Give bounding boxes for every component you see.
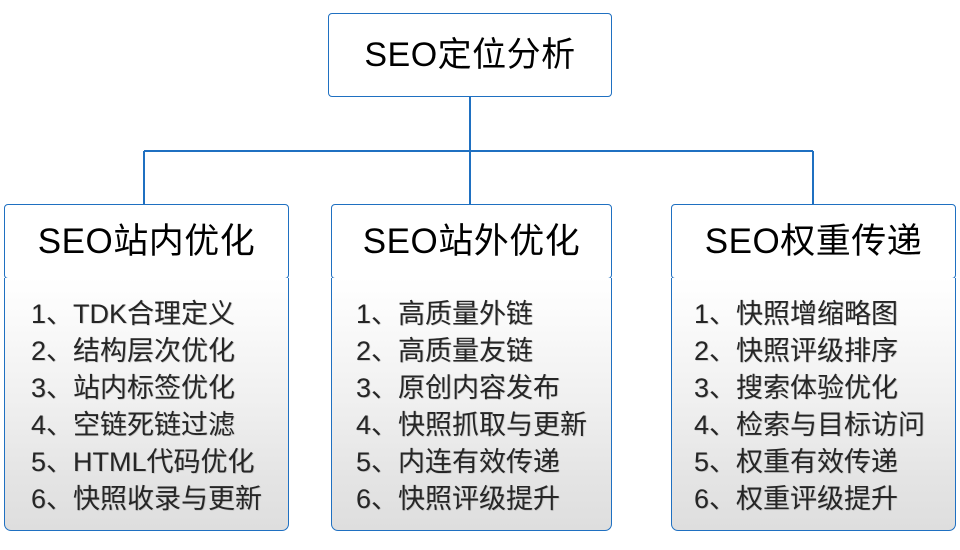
list-item: 4、检索与目标访问: [694, 410, 926, 440]
branch-header-label-1: SEO站内优化: [37, 222, 256, 261]
list-item: 1、快照增缩略图: [694, 299, 899, 329]
branch-header-2[interactable]: SEO站外优化: [331, 204, 612, 279]
root-node[interactable]: SEO定位分析: [328, 13, 612, 97]
branch-column-1: SEO站内优化 1、TDK合理定义 2、结构层次优化 3、站内标签优化 4、空链…: [4, 204, 289, 531]
list-item: 1、TDK合理定义: [31, 299, 236, 329]
branch-item-list-2: 1、高质量外链 2、高质量友链 3、原创内容发布 4、快照抓取与更新 5、内连有…: [332, 296, 611, 518]
list-item: 2、高质量友链: [356, 336, 534, 366]
branch-item-list-3: 1、快照增缩略图 2、快照评级排序 3、搜索体验优化 4、检索与目标访问 5、权…: [672, 296, 955, 518]
list-item: 6、权重评级提升: [694, 484, 899, 514]
branch-header-label-3: SEO权重传递: [704, 222, 923, 261]
branch-header-label-2: SEO站外优化: [362, 222, 581, 261]
branch-body-1: 1、TDK合理定义 2、结构层次优化 3、站内标签优化 4、空链死链过滤 5、H…: [4, 278, 289, 531]
branch-column-2: SEO站外优化 1、高质量外链 2、高质量友链 3、原创内容发布 4、快照抓取与…: [331, 204, 612, 531]
branch-header-3[interactable]: SEO权重传递: [671, 204, 956, 279]
branch-item-list-1: 1、TDK合理定义 2、结构层次优化 3、站内标签优化 4、空链死链过滤 5、H…: [5, 296, 288, 518]
list-item: 3、搜索体验优化: [694, 373, 899, 403]
list-item: 4、快照抓取与更新: [356, 410, 588, 440]
list-item: 6、快照评级提升: [356, 484, 561, 514]
branch-body-3: 1、快照增缩略图 2、快照评级排序 3、搜索体验优化 4、检索与目标访问 5、权…: [671, 278, 956, 531]
list-item: 5、内连有效传递: [356, 447, 561, 477]
list-item: 2、快照评级排序: [694, 336, 899, 366]
list-item: 3、站内标签优化: [31, 373, 236, 403]
list-item: 3、原创内容发布: [356, 373, 561, 403]
branch-header-1[interactable]: SEO站内优化: [4, 204, 289, 279]
list-item: 1、高质量外链: [356, 299, 534, 329]
list-item: 5、权重有效传递: [694, 447, 899, 477]
root-node-label: SEO定位分析: [364, 36, 576, 74]
list-item: 5、HTML代码优化: [31, 447, 255, 477]
list-item: 2、结构层次优化: [31, 336, 236, 366]
branch-body-2: 1、高质量外链 2、高质量友链 3、原创内容发布 4、快照抓取与更新 5、内连有…: [331, 278, 612, 531]
list-item: 4、空链死链过滤: [31, 410, 236, 440]
list-item: 6、快照收录与更新: [31, 484, 263, 514]
branch-column-3: SEO权重传递 1、快照增缩略图 2、快照评级排序 3、搜索体验优化 4、检索与…: [671, 204, 956, 531]
